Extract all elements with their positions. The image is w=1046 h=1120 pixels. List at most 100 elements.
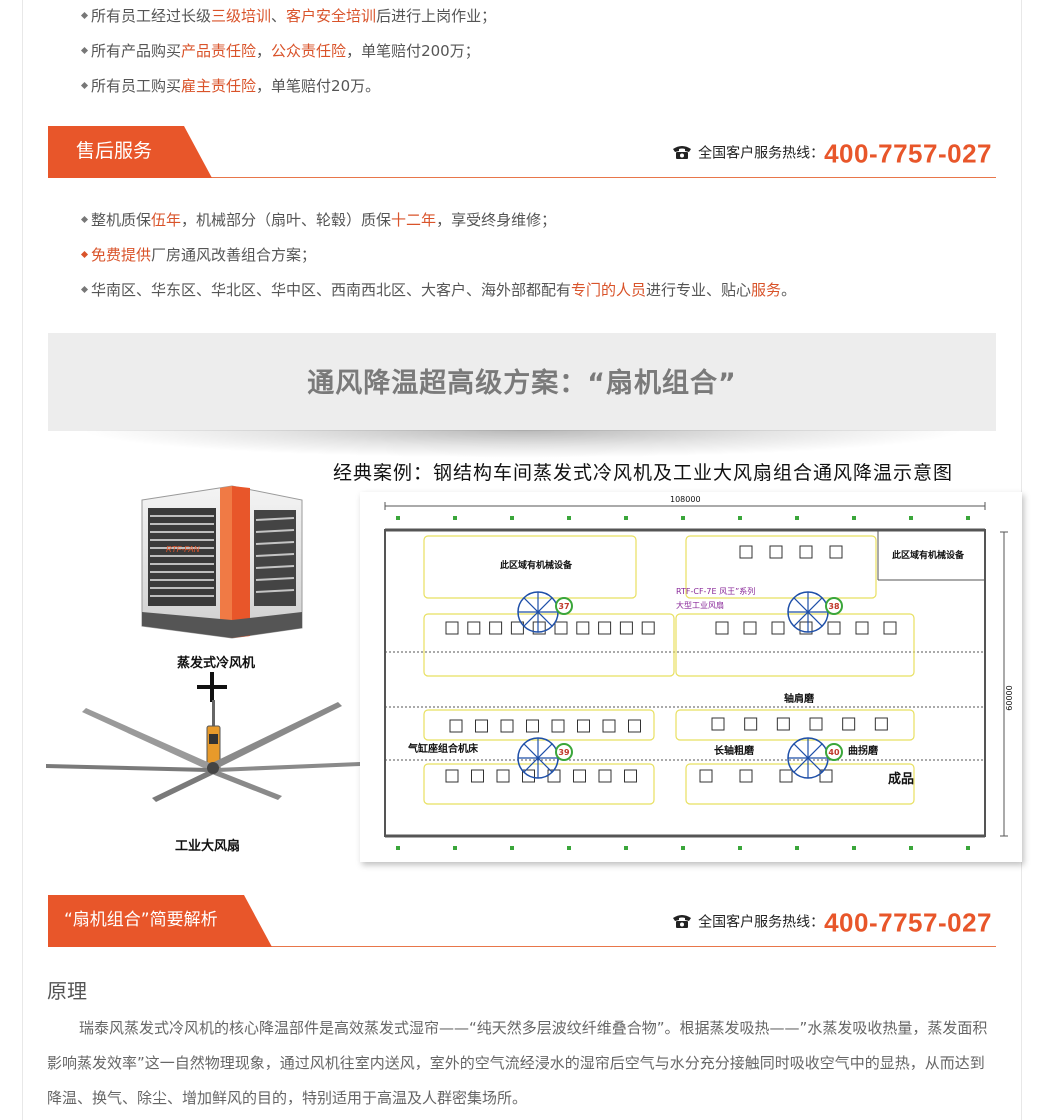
quality-item: 所有产品购买产品责任险，公众责任险，单笔赔付200万； [80, 34, 496, 69]
highlight-text: 服务 [751, 281, 782, 299]
machine-block [500, 719, 514, 733]
zone-label: 曲拐磨 [848, 744, 879, 757]
cooler-caption: 蒸发式冷风机 [177, 656, 256, 671]
fan-type-label: 大型工业风扇 [676, 600, 724, 610]
principle-paragraph: 瑞泰风蒸发式冷风机的核心降温部件是高效蒸发式湿帘——“纯天然多层波纹纤维叠合物”… [47, 1011, 999, 1116]
after-sales-item: 整机质保伍年，机械部分（扇叶、轮毂）质保十二年，享受终身维修； [80, 203, 796, 238]
fan-marker: 39 [517, 737, 573, 779]
column-marker [795, 516, 799, 520]
zone-label: 此区域有机械设备 [892, 549, 965, 561]
column-marker [681, 516, 685, 520]
highlight-text: 公众责任险 [271, 42, 347, 60]
after-sales-item: 免费提供厂房通风改善组合方案； [80, 238, 796, 273]
bullet-text: 华南区、华东区、华北区、华中区、西南西北区、大客户、海外部都配有 [91, 281, 572, 299]
column-marker [795, 846, 799, 850]
quality-list: 所有员工经过长级三级培训、客户安全培训后进行上岗作业； 所有产品购买产品责任险，… [80, 0, 496, 104]
column-marker [852, 846, 856, 850]
machine-block [619, 621, 633, 635]
bullet-text: 、 [271, 7, 287, 25]
after-sales-tab: 售后服务 [48, 126, 212, 178]
principle-heading: 原理 [47, 979, 87, 1003]
principle-text: 瑞泰风蒸发式冷风机的核心降温部件是高效蒸发式湿帘——“纯天然多层波纹纤维叠合物”… [47, 1019, 988, 1107]
machine-block [449, 719, 463, 733]
machine-block [445, 769, 459, 783]
fan-number: 39 [558, 748, 570, 757]
machine-block [445, 621, 459, 635]
banner-shadow [78, 430, 968, 458]
fan-marker: 37 [517, 591, 573, 633]
machine-block [628, 719, 641, 733]
machine-block [799, 621, 813, 635]
machine-block [475, 719, 488, 733]
bullet-text: ，单笔赔付200万； [346, 42, 480, 60]
machine-block [829, 545, 843, 559]
machine-block [799, 545, 813, 559]
machine-block [526, 719, 539, 733]
column-marker [453, 846, 457, 850]
after-sales-header: 售后服务 全国客户服务热线：400-7757-027 [48, 126, 996, 178]
machine-block [547, 769, 561, 783]
highlight-text: 免费提供 [91, 246, 152, 264]
fan-model-label: RTF-CF-7E 风王”系列 [676, 586, 755, 596]
width-label: 108000 [670, 495, 701, 504]
highlight-text: 雇主责任险 [181, 77, 257, 95]
column-marker [909, 516, 913, 520]
machine-block [624, 769, 637, 783]
column-marker [966, 516, 970, 520]
machine-block [467, 621, 481, 635]
highlight-text: 十二年 [391, 211, 437, 229]
machine-block [776, 717, 790, 731]
zone-label: 成品 [888, 771, 914, 787]
fan-marker: 40 [787, 737, 843, 779]
machine-block [769, 545, 783, 559]
banner-title: 通风降温超高级方案：“扇机组合” [307, 368, 737, 399]
phone-icon [672, 906, 692, 940]
bullet-text: 所有员工购买 [91, 77, 182, 95]
machine-block [554, 621, 568, 635]
column-marker [453, 516, 457, 520]
plus-icon [197, 672, 227, 702]
fan-marker: 38 [787, 591, 843, 633]
bullet-text: 厂房通风改善组合方案； [151, 246, 317, 264]
bullet-text: 。 [781, 281, 797, 299]
hotline[interactable]: 全国客户服务热线：400-7757-027 [672, 136, 992, 170]
machine-block [743, 621, 757, 635]
machine-block [744, 717, 758, 731]
solution-banner: 通风降温超高级方案：“扇机组合” [48, 333, 996, 431]
quality-item: 所有员工购买雇主责任险，单笔赔付20万。 [80, 69, 496, 104]
hotline-number[interactable]: 400-7757-027 [824, 907, 992, 938]
column-marker [852, 516, 856, 520]
machine-block [496, 769, 510, 783]
cooler-brand: RTF-FAN [166, 545, 200, 554]
hotline[interactable]: 全国客户服务热线：400-7757-027 [672, 905, 992, 939]
machine-block [842, 717, 856, 731]
column-marker [738, 846, 742, 850]
hotline-number[interactable]: 400-7757-027 [824, 138, 992, 169]
after-sales-item: 华南区、华东区、华北区、华中区、西南西北区、大客户、海外部都配有专门的人员进行专… [80, 273, 796, 308]
machine-block [576, 621, 590, 635]
bullet-marker-icon [80, 46, 89, 55]
bullet-text: 所有产品购买 [91, 42, 182, 60]
highlight-text: 专门的人员 [571, 281, 647, 299]
highlight-text: 客户安全培训 [286, 7, 377, 25]
highlight-text: 伍年 [151, 211, 182, 229]
column-marker [966, 846, 970, 850]
bullet-text: ， [256, 42, 272, 60]
machine-block [510, 621, 524, 635]
machine-block [711, 717, 725, 731]
machine-block [471, 769, 484, 783]
machine-block [874, 717, 888, 731]
bullet-text: 后进行上岗作业； [376, 7, 497, 25]
fan-number: 38 [828, 602, 840, 611]
machine-block [827, 621, 841, 635]
machine-block [489, 621, 503, 635]
machine-block [771, 621, 785, 635]
bullet-text: ，享受终身维修； [436, 211, 557, 229]
machine-block [602, 719, 616, 733]
machine-block [809, 717, 823, 731]
zone-label: 气缸座组合机床 [407, 742, 479, 755]
machine-block [598, 769, 612, 783]
bullet-marker-icon [80, 215, 89, 224]
machine-block [573, 769, 586, 783]
column-marker [510, 846, 514, 850]
